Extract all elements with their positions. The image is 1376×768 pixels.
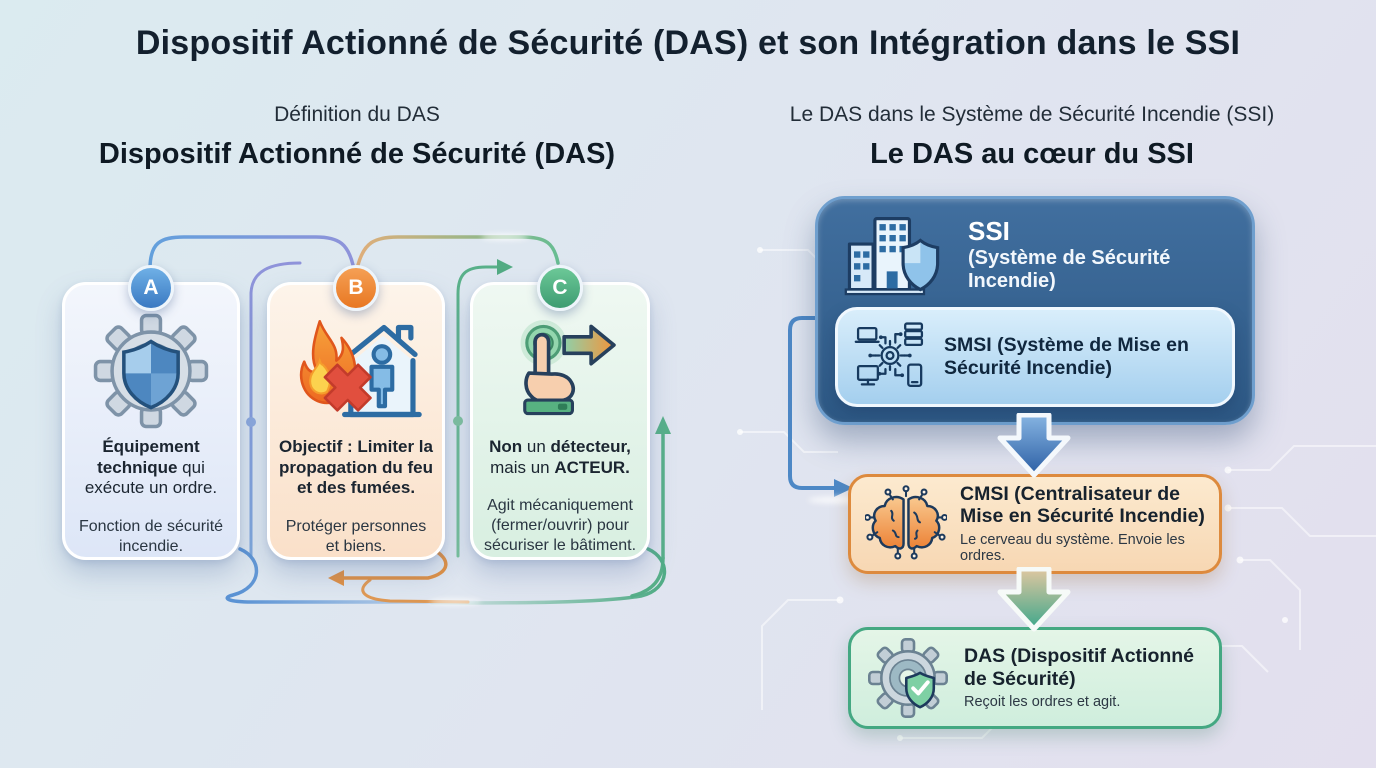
cmsi-desc: Le cerveau du système. Envoie les ordres… [960,531,1185,565]
card-equipement: A Équipement [62,265,240,560]
page-title: Dispositif Actionné de Sécurité (DAS) et… [135,24,1241,62]
ssi-subtitle: (Système de Sécurité Incendie) [968,247,1171,293]
right-heading: Le DAS au cœur du SSI [870,138,1194,170]
card-primary-text: Objectif : Limiter la propagation du feu… [279,437,433,498]
left-subtitle: Définition du DAS [274,103,440,126]
left-heading: Dispositif Actionné de Sécurité (DAS) [98,138,616,170]
network-devices-icon [852,319,928,395]
smsi-box: SMSI (Système de Mise en Sécurité Incend… [835,307,1235,407]
smsi-title: SMSI (Système de Mise en Sécurité Incend… [944,334,1189,379]
building-shield-icon [844,213,944,297]
card-secondary-text: Agit mécaniquement (fermer/ouvrir) pour … [483,497,637,555]
badge-c: C [537,265,583,311]
cmsi-title: CMSI (Centralisateur de Mise en Sécurité… [960,482,1205,528]
gear-shield-check-icon [865,635,951,721]
card-acteur: C Non un détecteur, mais un ACTEUR. Agit… [470,265,650,560]
cmsi-box: CMSI (Centralisateur de Mise en Sécurité… [848,474,1222,574]
card-primary-text: Équipement technique qui exécute un ordr… [84,437,218,498]
ssi-title: SSI [968,215,1010,246]
card-objectif: B Obj [267,265,445,560]
brain-network-icon [865,483,947,565]
ssi-box: SSI (Système de Sécurité Incendie) [815,196,1255,425]
badge-b: B [333,265,379,311]
das-title: DAS (Dispositif Actionné de Sécurité) [964,645,1195,690]
badge-a: A [128,265,174,311]
fire-house-icon [270,305,442,437]
card-primary-text: Non un détecteur, mais un ACTEUR. [489,437,631,477]
das-box: DAS (Dispositif Actionné de Sécurité) Re… [848,627,1222,729]
press-button-icon [473,305,647,437]
gear-shield-icon [65,305,237,437]
das-desc: Reçoit les ordres et agit. [964,694,1121,711]
right-subtitle: Le DAS dans le Système de Sécurité Incen… [789,103,1275,126]
arrow-cmsi-to-das [997,567,1071,632]
card-secondary-text: Fonction de sécurité incendie. [78,518,224,556]
card-secondary-text: Protéger personnes et biens. [285,518,427,556]
arrow-ssi-to-cmsi [997,413,1071,478]
